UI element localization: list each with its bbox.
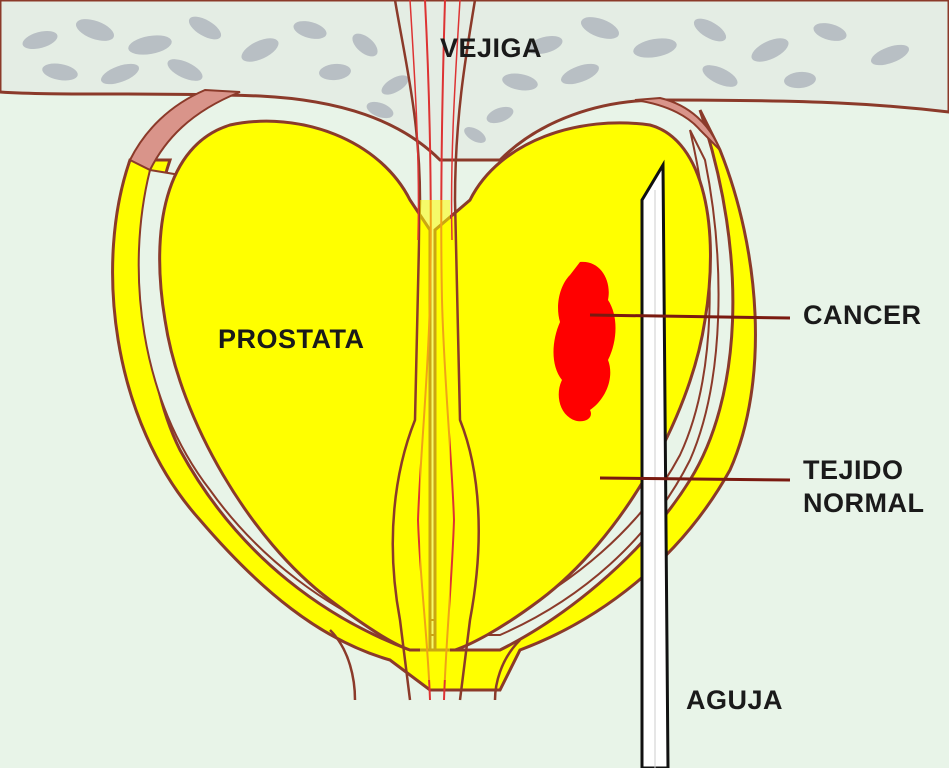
left-prostate-lobe <box>158 119 432 652</box>
left-pink-cap <box>128 88 241 172</box>
normal-tissue-label: TEJIDO NORMAL <box>803 454 924 520</box>
cancer-label: CANCER <box>803 300 922 330</box>
cancer-tumor <box>553 261 616 422</box>
needle-label: AGUJA <box>686 685 784 715</box>
tissue-pointer-line <box>599 476 791 482</box>
bladder-label: VEJIGA <box>440 33 543 63</box>
prostate-label: PROSTATA <box>218 324 365 354</box>
cancer-pointer-line <box>589 313 791 320</box>
outlet-lines <box>329 629 521 701</box>
bladder-cells <box>22 16 909 143</box>
urethra-core <box>420 200 450 680</box>
bladder-wall <box>0 0 949 162</box>
normal-tissue-label-line2: NORMAL <box>803 488 925 518</box>
right-pink-cap <box>634 96 721 151</box>
normal-tissue-label-line1: TEJIDO <box>803 455 904 485</box>
